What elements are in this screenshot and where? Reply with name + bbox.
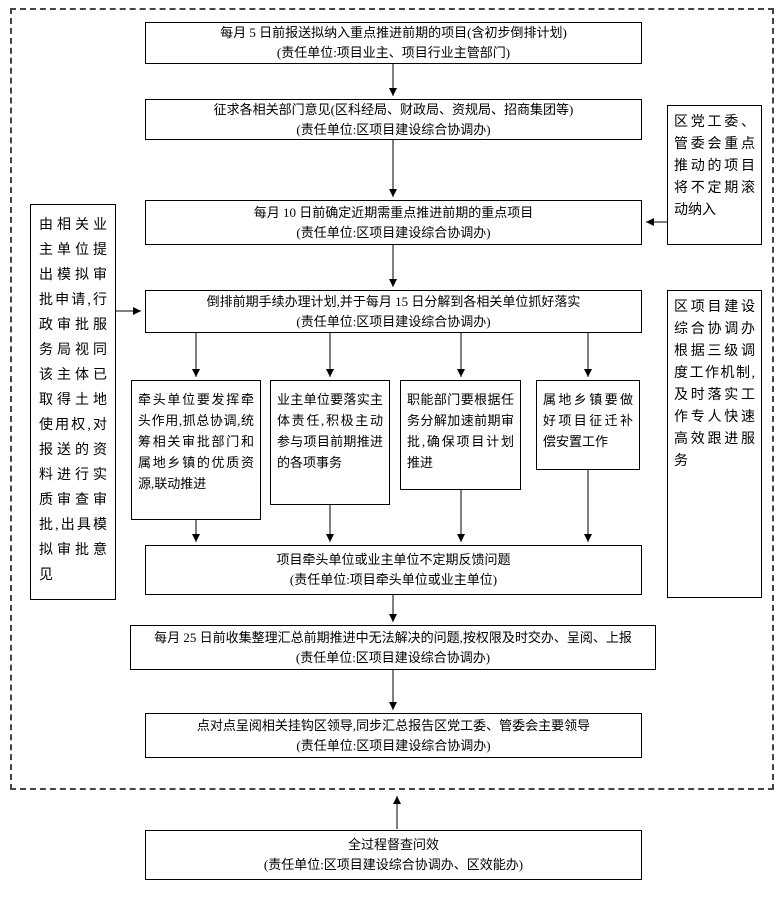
box-confirm-key-projects: 每月 10 日前确定近期需重点推进前期的重点项目 (责任单位:区项目建设综合协调… <box>145 200 642 245</box>
process-boundary <box>10 8 774 790</box>
box-unit: (责任单位:区项目建设综合协调办) <box>296 121 491 137</box>
role-dept-text: 职能部门要根据任务分解加速前期审批,确保项目计划推进 <box>407 392 514 470</box>
box-three-level-dispatch: 区项目建设综合协调办根据三级调度工作机制,及时落实工作专人快速高效跟进服务 <box>667 290 762 598</box>
box-report-leaders: 点对点呈阅相关挂钩区领导,同步汇总报告区党工委、管委会主要领导 (责任单位:区项… <box>145 713 642 758</box>
side-right-bottom-text: 区项目建设综合协调办根据三级调度工作机制,及时落实工作专人快速高效跟进服务 <box>674 300 755 469</box>
box-unit: (责任单位:项目牵头单位或业主单位) <box>289 572 498 587</box>
box-title: 每月 25 日前收集整理汇总前期推进中无法解决的问题,按权限及时交办、呈阅、上报 <box>154 629 632 645</box>
box-role-owner-unit: 业主单位要落实主体责任,积极主动参与项目前期推进的各项事务 <box>270 380 390 505</box>
box-unit: (责任单位:区项目建设综合协调办) <box>296 224 491 240</box>
role-town-text: 属地乡镇要做好项目征迁补偿安置工作 <box>543 392 633 449</box>
box-unit: (责任单位:区项目建设综合协调办) <box>295 649 491 665</box>
box-title: 项目牵头单位或业主单位不定期反馈问题 <box>276 552 511 567</box>
box-unit: (责任单位:区项目建设综合协调办) <box>296 737 491 753</box>
box-rolling-inclusion: 区党工委、管委会重点推动的项目将不定期滚动纳入 <box>667 105 762 245</box>
role-lead-text: 牵头单位要发挥牵头作用,抓总协调,统筹相关审批部门和属地乡镇的优质资源,联动推进 <box>138 392 254 491</box>
box-title: 倒排前期手续办理计划,并于每月 15 日分解到各相关单位抓好落实 <box>206 293 581 309</box>
box-title: 全过程督查问效 <box>347 837 439 852</box>
box-role-functional-dept: 职能部门要根据任务分解加速前期审批,确保项目计划推进 <box>400 380 521 490</box>
box-role-lead-unit: 牵头单位要发挥牵头作用,抓总协调,统筹相关审批部门和属地乡镇的优质资源,联动推进 <box>131 380 261 520</box>
box-unit: (责任单位:项目业主、项目行业主管部门) <box>276 45 511 60</box>
box-monthly-collect: 每月 25 日前收集整理汇总前期推进中无法解决的问题,按权限及时交办、呈阅、上报… <box>130 625 656 670</box>
side-left-text: 由相关业主单位提出模拟审批申请,行政审批服务局视同该主体已取得土地使用权,对报送… <box>39 218 107 583</box>
box-title: 点对点呈阅相关挂钩区领导,同步汇总报告区党工委、管委会主要领导 <box>196 717 591 733</box>
box-simulated-approval: 由相关业主单位提出模拟审批申请,行政审批服务局视同该主体已取得土地使用权,对报送… <box>30 204 116 600</box>
role-owner-text: 业主单位要落实主体责任,积极主动参与项目前期推进的各项事务 <box>277 392 383 470</box>
box-title: 每月 5 日前报送拟纳入重点推进前期的项目(含初步倒排计划) <box>220 25 567 40</box>
box-solicit-opinions: 征求各相关部门意见(区科经局、财政局、资规局、招商集团等) (责任单位:区项目建… <box>145 99 642 140</box>
box-supervision: 全过程督查问效 (责任单位:区项目建设综合协调办、区效能办) <box>145 830 642 880</box>
box-unit: (责任单位:区项目建设综合协调办、区效能办) <box>263 857 524 872</box>
side-right-top-text: 区党工委、管委会重点推动的项目将不定期滚动纳入 <box>674 115 755 218</box>
box-reverse-schedule: 倒排前期手续办理计划,并于每月 15 日分解到各相关单位抓好落实 (责任单位:区… <box>145 290 642 333</box>
box-unit: (责任单位:区项目建设综合协调办) <box>296 313 491 329</box>
box-title: 征求各相关部门意见(区科经局、财政局、资规局、招商集团等) <box>213 101 574 117</box>
box-feedback: 项目牵头单位或业主单位不定期反馈问题 (责任单位:项目牵头单位或业主单位) <box>145 545 642 595</box>
box-role-local-town: 属地乡镇要做好项目征迁补偿安置工作 <box>536 380 640 470</box>
box-monthly-report: 每月 5 日前报送拟纳入重点推进前期的项目(含初步倒排计划) (责任单位:项目业… <box>145 22 642 64</box>
box-title: 每月 10 日前确定近期需重点推进前期的重点项目 <box>253 204 534 220</box>
